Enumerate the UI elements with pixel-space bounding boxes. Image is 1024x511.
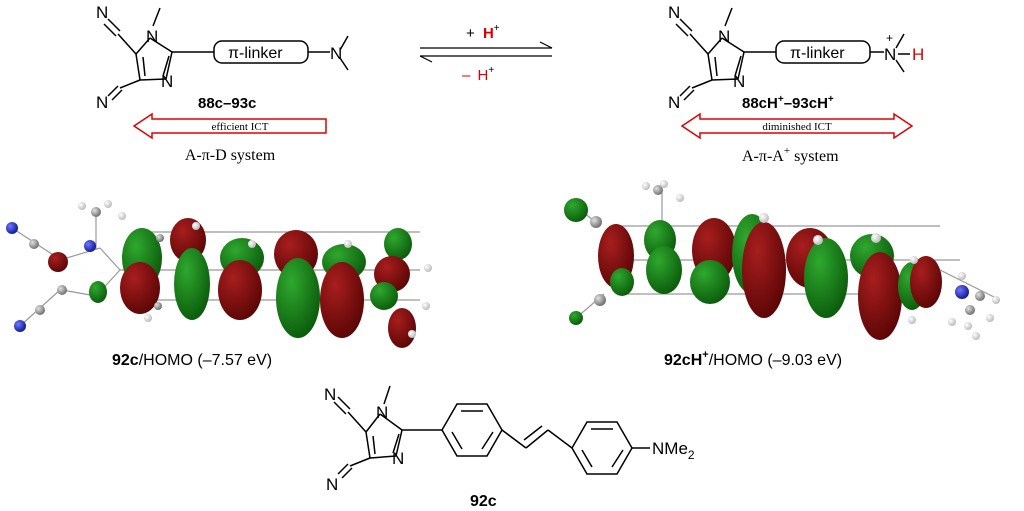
right-orbital-caption: 92cH+/HOMO (–9.03 eV) <box>664 349 842 369</box>
right-amine-proton: H <box>912 45 924 64</box>
right-compound-label: 88cH+–93cH+ <box>742 94 834 112</box>
bottom-amine-sub: 2 <box>688 448 695 462</box>
left-system-label: A-π-D system <box>185 147 276 164</box>
left-ict-label: efficient ICT <box>212 121 269 133</box>
right-amine-n: N <box>884 45 896 64</box>
bottom-amine-group: NMe2 <box>652 439 695 462</box>
right-nitrile-n-top: N <box>668 3 680 22</box>
equilibrium: + H+ – H+ <box>419 23 553 84</box>
forward-label: + H+ <box>466 23 500 42</box>
bottom-nitrile-n-top: N <box>324 385 336 404</box>
left-homo-orbital <box>6 200 432 348</box>
right-orbital-caption-bold: 92cH <box>664 352 702 369</box>
right-compound-b-sup: + <box>828 94 834 105</box>
right-ring-n1: N <box>718 27 730 46</box>
bottom-amine-main: NMe <box>652 439 688 458</box>
left-ring-n1: N <box>146 27 158 46</box>
right-orbital-caption-rest: /HOMO (–9.03 eV) <box>709 352 842 369</box>
right-compound-a-sup: + <box>778 94 784 105</box>
bottom-ring-n3: N <box>392 449 404 468</box>
reverse-charge: + <box>488 65 494 76</box>
left-orbital-caption: 92c/HOMO (–7.57 eV) <box>112 352 272 369</box>
bottom-structure <box>333 385 650 479</box>
left-structure-text: N N N N π-linker N 88c–93c <box>96 3 342 112</box>
right-system-b: system <box>790 148 839 165</box>
left-ict-arrow: efficient ICT <box>132 112 327 140</box>
right-ict-arrow: diminished ICT <box>680 112 914 140</box>
right-system-label: A-π-A+ system <box>742 145 839 165</box>
right-linker-label: π-linker <box>790 45 845 62</box>
right-system-sup: + <box>784 145 790 157</box>
right-homo-orbital <box>564 180 1001 340</box>
right-compound-b: 93cH <box>792 95 828 112</box>
left-nitrile-n-top: N <box>96 3 108 22</box>
left-compound-label: 88c–93c <box>198 95 256 112</box>
left-orbital-caption-bold: 92c <box>112 352 139 369</box>
forward-species: H <box>483 25 494 42</box>
left-nitrile-n-bottom: N <box>96 93 108 112</box>
right-orbital-caption-sup: + <box>702 349 708 361</box>
left-orbital-caption-rest: /HOMO (–7.57 eV) <box>139 352 272 369</box>
right-compound-a: 88cH <box>742 95 778 112</box>
bottom-compound-label: 92c <box>470 493 497 510</box>
forward-sign: + <box>466 25 475 42</box>
right-ring-n3: N <box>733 72 745 91</box>
left-linker-label: π-linker <box>228 45 283 62</box>
right-system-a: A-π-A <box>742 148 784 165</box>
right-nitrile-n-bottom: N <box>668 93 680 112</box>
reverse-label: – H+ <box>462 65 494 84</box>
right-amine-charge: + <box>886 31 893 45</box>
bottom-structure-text: N N N N NMe2 92c <box>324 385 695 510</box>
bottom-nitrile-n-bottom: N <box>326 475 338 494</box>
right-structure <box>675 7 910 101</box>
left-structure <box>103 7 349 101</box>
left-amine-n: N <box>330 44 342 63</box>
reverse-sign: – <box>462 67 471 84</box>
right-compound-dash: – <box>784 95 792 112</box>
bottom-ring-n1: N <box>376 403 388 422</box>
right-ict-label: diminished ICT <box>762 121 832 133</box>
reverse-species: H <box>478 67 489 84</box>
left-ring-n3: N <box>161 72 173 91</box>
forward-charge: + <box>494 23 500 34</box>
right-structure-text: N N N N π-linker N + H 88cH+–93cH+ <box>668 3 924 112</box>
